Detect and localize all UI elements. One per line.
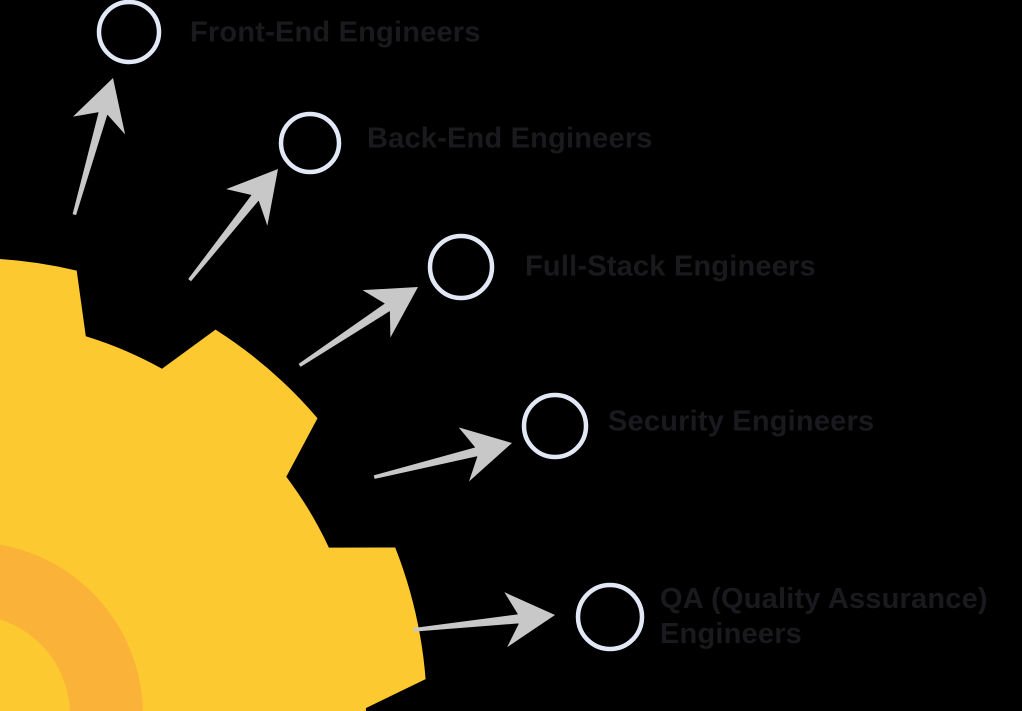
circle-node-icon [278, 111, 342, 175]
arrow-icon [298, 287, 418, 367]
arrow-icon [413, 592, 555, 648]
label-full-stack-engineers: Full-Stack Engineers [525, 250, 816, 283]
gear-icon [0, 259, 426, 711]
circle-node-icon [427, 233, 495, 301]
label-back-end-engineers: Back-End Engineers [367, 122, 653, 155]
circle-node-icon [521, 392, 589, 460]
arrow-icon [188, 169, 278, 282]
circle-node-icon [575, 582, 645, 652]
label-security-engineers: Security Engineers [608, 405, 875, 438]
arrow-connectors [72, 78, 555, 648]
label-qa-engineers: QA (Quality Assurance) Engineers [660, 583, 988, 650]
gear-body [0, 259, 426, 711]
circle-node-icon [96, 0, 162, 65]
label-front-end-engineers: Front-End Engineers [190, 16, 481, 49]
arrow-icon [373, 427, 512, 482]
circle-nodes [96, 0, 645, 652]
arrow-icon [72, 78, 126, 216]
